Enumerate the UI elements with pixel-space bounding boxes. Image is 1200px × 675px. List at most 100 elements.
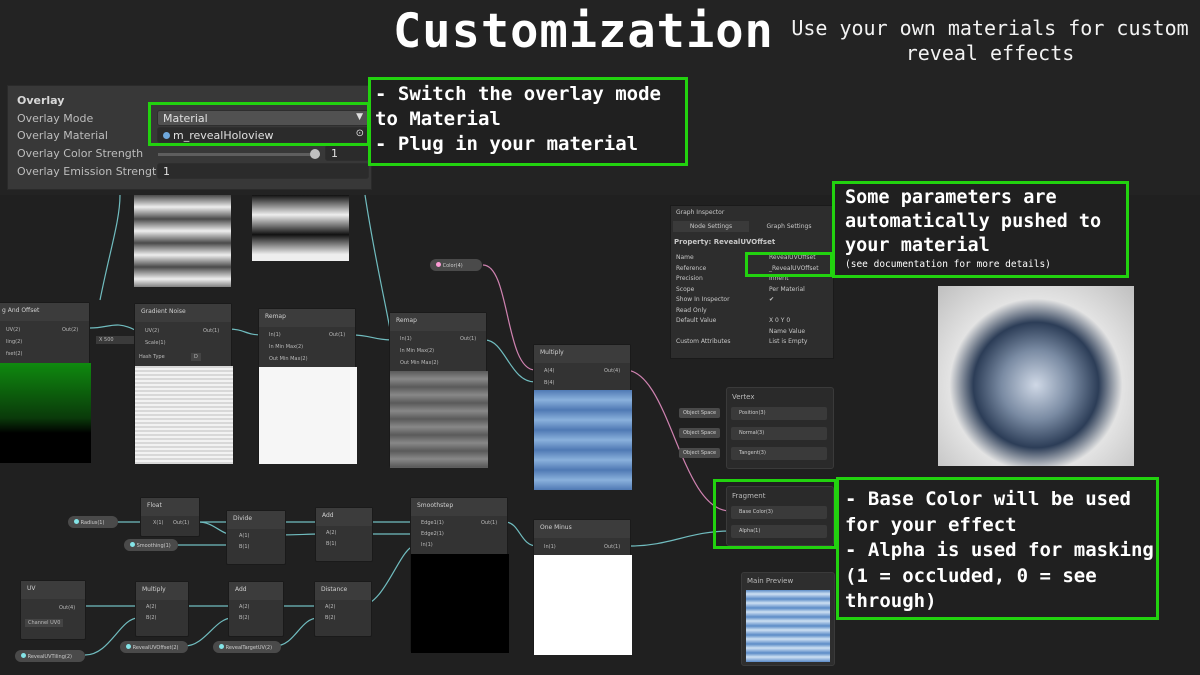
property-label: RevealUVTiling(2) xyxy=(27,654,72,660)
node-remap-2[interactable]: Remap In(1) In Min Max(2) Out Min Max(2)… xyxy=(389,312,488,468)
channel-dropdown[interactable]: Channel UV0 xyxy=(25,619,64,627)
gi-row-value[interactable]: List is Empty xyxy=(769,338,808,345)
port-label: Edge1(1) xyxy=(421,520,444,526)
edge-offset-add xyxy=(184,617,233,647)
main-preview-title: Main Preview xyxy=(747,577,794,585)
gi-row-label: Default Value xyxy=(676,317,717,324)
fragment-base-color-slot[interactable]: Base Color(3) xyxy=(731,506,827,519)
node-title: Divide xyxy=(227,511,285,529)
node-divide[interactable]: Divide A(1) B(1) xyxy=(226,510,286,565)
gi-row-value[interactable]: X 0 Y 0 xyxy=(769,317,791,324)
edge-color-multiply xyxy=(482,264,536,371)
callout-overlay-mode: - Switch the overlay mode to Material - … xyxy=(368,77,688,166)
port-label: UV(2) xyxy=(6,327,21,333)
slot-label: Alpha(1) xyxy=(739,528,761,534)
vertex-normal-slot[interactable]: Normal(3) xyxy=(731,427,827,440)
callout-fragment-text: - Base Color will be used for your effec… xyxy=(845,488,1154,612)
graph-inspector: Graph Inspector Node Settings Graph Sett… xyxy=(670,205,834,359)
property-smoothing[interactable]: Smoothing(1) xyxy=(124,539,178,551)
node-multiply-top[interactable]: Multiply A(4) B(4) Out(4) xyxy=(533,344,632,490)
node-smoothstep[interactable]: Smoothstep Edge1(1) Edge2(1) In(1) Out(1… xyxy=(410,497,509,653)
port-label: B(2) xyxy=(146,615,157,621)
tab-graph-settings[interactable]: Graph Settings xyxy=(766,223,812,230)
node-tiling-offset[interactable]: g And Offset UV(2) ling(2) fset(2) Out(2… xyxy=(0,302,91,463)
vertex-block[interactable]: Vertex Position(3) Normal(3) Tangent(3) xyxy=(726,387,834,469)
page-subtitle: Use your own materials for custom reveal… xyxy=(791,16,1189,65)
gi-row-value[interactable]: Inherit xyxy=(769,275,789,282)
callout-parameters: Some parameters are automatically pushed… xyxy=(832,181,1129,278)
slider-handle[interactable] xyxy=(310,149,321,159)
port-label: fset(2) xyxy=(6,351,23,357)
vertex-title: Vertex xyxy=(732,393,755,401)
node-uv[interactable]: UV Out(4) Channel UV0 xyxy=(20,580,86,640)
property-reveal-uv-offset[interactable]: RevealUVOffset(2) xyxy=(120,641,188,653)
port-label: B(2) xyxy=(325,615,336,621)
edge-top-left xyxy=(99,194,121,301)
edge-tiling-multiply xyxy=(84,617,139,656)
gi-row-value[interactable]: _RevealUVOffset xyxy=(769,264,819,272)
edge-noise-remap xyxy=(227,328,263,336)
port-label: UV(2) xyxy=(145,328,160,334)
reference-highlight-box xyxy=(745,252,833,277)
property-reveal-uv-tiling[interactable]: RevealUVTiling(2) xyxy=(15,650,85,662)
emission-strength-input[interactable]: 1 xyxy=(157,163,369,179)
node-add-bottom[interactable]: Add A(2) B(2) xyxy=(228,581,284,637)
port-dot xyxy=(21,653,26,658)
fragment-highlight-box xyxy=(713,479,837,549)
node-remap-1[interactable]: Remap In(1) In Min Max(2) Out Min Max(2)… xyxy=(258,308,357,464)
port-label: In Min Max(2) xyxy=(400,348,435,354)
port-label: Out(1) xyxy=(329,332,346,338)
port-label: Edge2(1) xyxy=(421,531,444,537)
edge-multiply-basecolor xyxy=(624,369,731,512)
property-label: Radius(1) xyxy=(80,520,105,526)
property-reveal-target-uv[interactable]: RevealTargetUV(2) xyxy=(213,641,281,653)
property-radius[interactable]: Radius(1) xyxy=(68,516,118,528)
vertex-position-slot[interactable]: Position(3) xyxy=(731,407,827,420)
object-space-pill[interactable]: Object Space xyxy=(679,408,721,418)
gi-row-label: Name xyxy=(676,254,694,261)
scale-input[interactable]: X 500 xyxy=(96,336,134,344)
node-title: Add xyxy=(316,508,372,526)
node-gradient-noise[interactable]: Gradient Noise UV(2) Scale(1) Out(1) Has… xyxy=(134,303,233,464)
hash-type-dropdown[interactable]: D xyxy=(191,353,201,361)
object-space-pill[interactable]: Object Space xyxy=(679,448,721,458)
port-dot xyxy=(130,542,135,547)
port-label: B(4) xyxy=(544,380,555,386)
node-float[interactable]: Float X(1) Out(1) xyxy=(140,497,200,537)
port-label: Out(4) xyxy=(59,605,76,611)
gi-row-value[interactable]: ✔ xyxy=(769,296,775,303)
port-label: Out(1) xyxy=(173,520,190,526)
port-label: Out Min Max(2) xyxy=(400,360,439,366)
overlay-material-field[interactable]: m_revealHoloview ⊙ xyxy=(157,127,369,143)
overlay-material-value: m_revealHoloview xyxy=(173,129,274,142)
object-picker-icon[interactable]: ⊙ xyxy=(355,128,364,139)
overlay-color-strength-label: Overlay Color Strength xyxy=(17,147,144,160)
main-preview-window[interactable]: Main Preview xyxy=(741,572,835,666)
node-title: Float xyxy=(141,498,199,516)
fragment-alpha-slot[interactable]: Alpha(1) xyxy=(731,525,827,538)
port-label: Scale(1) xyxy=(145,340,166,346)
property-color[interactable]: Color(4) xyxy=(430,259,482,271)
tab-node-settings[interactable]: Node Settings xyxy=(673,221,749,232)
overlay-mode-dropdown[interactable]: Material ▼ xyxy=(157,110,369,126)
port-dot xyxy=(436,262,441,267)
fragment-block[interactable]: Fragment Base Color(3) Alpha(1) xyxy=(726,486,834,546)
node-multiply-bottom[interactable]: Multiply A(2) B(2) xyxy=(135,581,189,637)
port-label: A(2) xyxy=(326,530,337,536)
node-add-top[interactable]: Add A(2) B(1) xyxy=(315,507,373,562)
gi-row-value[interactable]: RevealUVOffset xyxy=(769,254,816,261)
node-distance[interactable]: Distance A(2) B(2) xyxy=(314,581,372,637)
object-space-pill[interactable]: Object Space xyxy=(679,428,721,438)
node-preview xyxy=(259,367,357,464)
color-strength-slider[interactable] xyxy=(158,153,320,156)
gi-row-value[interactable]: Per Material xyxy=(769,285,805,293)
gi-row-value[interactable]: Name Value xyxy=(769,327,806,335)
port-label: In Min Max(2) xyxy=(269,344,304,350)
slot-label: Tangent(3) xyxy=(739,450,766,456)
gi-row-label: Reference xyxy=(676,264,707,272)
port-label: A(2) xyxy=(239,604,250,610)
vertex-tangent-slot[interactable]: Tangent(3) xyxy=(731,447,827,460)
edge-tiling-noise xyxy=(89,324,136,331)
node-one-minus[interactable]: One Minus In(1) Out(1) xyxy=(533,519,632,655)
port-label: ling(2) xyxy=(6,339,23,345)
